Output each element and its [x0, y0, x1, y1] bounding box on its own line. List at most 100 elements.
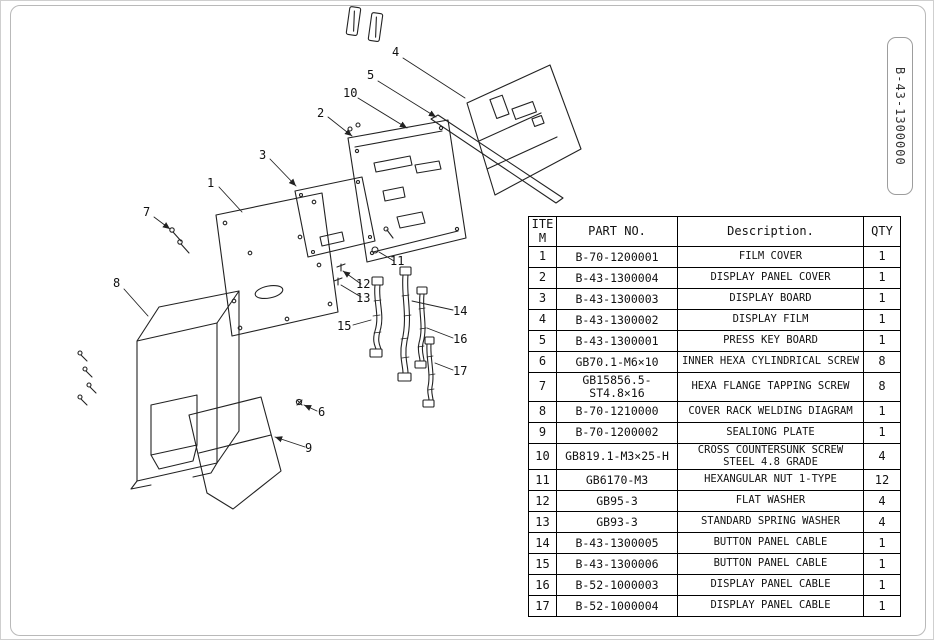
desc-cell: INNER HEXA CYLINDRICAL SCREW: [677, 351, 864, 373]
table-header-row: ITEM PART NO. Description. QTY: [528, 216, 901, 247]
part-callout-3: 3: [259, 148, 267, 162]
desc-cell: BUTTON PANEL CABLE: [677, 553, 864, 576]
desc-cell: DISPLAY BOARD: [677, 288, 864, 310]
table-row: 14 B-43-1300005 BUTTON PANEL CABLE 1: [528, 532, 901, 555]
desc-cell: STANDARD SPRING WASHER: [677, 511, 864, 534]
qty-cell: 1: [863, 267, 901, 289]
qty-cell: 1: [863, 595, 901, 618]
item-cell: 3: [528, 288, 557, 310]
part-callout-7: 7: [143, 205, 151, 219]
item-cell: 14: [528, 532, 557, 555]
table-row: 1 B-70-1200001 FILM COVER 1: [528, 246, 901, 268]
part-cell: B-43-1300003: [556, 288, 678, 310]
item-cell: 6: [528, 351, 557, 373]
part-cell: B-43-1300002: [556, 309, 678, 331]
display-board: [294, 176, 376, 258]
qty-cell: 4: [863, 490, 901, 513]
doc-number-label: B-43-1300000: [887, 37, 913, 195]
item-cell: 12: [528, 490, 557, 513]
small-fasteners: [333, 226, 394, 286]
part-cell: B-43-1300005: [556, 532, 678, 555]
qty-cell: 1: [863, 288, 901, 310]
desc-cell: HEXANGULAR NUT 1-TYPE: [677, 469, 864, 492]
desc-cell: FLAT WASHER: [677, 490, 864, 513]
part-cell: B-43-1300006: [556, 553, 678, 576]
table-row: 16 B-52-1000003 DISPLAY PANEL CABLE 1: [528, 574, 901, 597]
desc-cell: DISPLAY PANEL CABLE: [677, 595, 864, 618]
part-callout-13: 13: [356, 291, 371, 305]
top-connector-parts: [345, 6, 384, 42]
table-row: 4 B-43-1300002 DISPLAY FILM 1: [528, 309, 901, 331]
part-callout-4: 4: [392, 45, 400, 59]
item-cell: 9: [528, 421, 557, 444]
part-cell: GB6170-M3: [556, 469, 678, 492]
desc-cell: DISPLAY PANEL COVER: [677, 267, 864, 289]
part-callout-11: 11: [390, 254, 405, 268]
qty-cell: 1: [863, 421, 901, 444]
part-cell: GB819.1-M3×25-H: [556, 442, 678, 471]
header-item: ITEM: [528, 216, 557, 247]
item-cell: 15: [528, 553, 557, 576]
sheet-border: [10, 5, 926, 636]
part-callout-9: 9: [305, 441, 313, 455]
header-desc: Description.: [677, 216, 864, 247]
item-cell: 17: [528, 595, 557, 618]
hexa-screw: [295, 398, 303, 406]
desc-cell: PRESS KEY BOARD: [677, 330, 864, 352]
doc-number-text: B-43-1300000: [893, 66, 907, 166]
desc-cell: HEXA FLANGE TAPPING SCREW: [677, 372, 864, 402]
part-callout-2: 2: [317, 106, 325, 120]
cables-group: [369, 266, 436, 408]
parts-table: ITEM PART NO. Description. QTY 1 B-70-12…: [528, 216, 901, 618]
qty-cell: 1: [863, 330, 901, 352]
part-callout-15: 15: [337, 319, 352, 333]
desc-cell: BUTTON PANEL CABLE: [677, 532, 864, 555]
display-panel-cover: [347, 119, 467, 263]
sealing-plate: [188, 396, 282, 510]
table-row: 13 GB93-3 STANDARD SPRING WASHER 4: [528, 511, 901, 534]
item-cell: 1: [528, 246, 557, 268]
part-callout-10: 10: [343, 86, 358, 100]
part-cell: GB15856.5-ST4.8×16: [556, 372, 678, 402]
part-cell: GB93-3: [556, 511, 678, 534]
qty-cell: 12: [863, 469, 901, 492]
part-cell: B-70-1210000: [556, 400, 678, 423]
desc-cell: SEALIONG PLATE: [677, 421, 864, 444]
part-cell: GB70.1-M6×10: [556, 351, 678, 373]
item-cell: 16: [528, 574, 557, 597]
part-cell: B-70-1200002: [556, 421, 678, 444]
loose-screws: [77, 350, 97, 406]
table-row: 5 B-43-1300001 PRESS KEY BOARD 1: [528, 330, 901, 352]
item-cell: 7: [528, 372, 557, 402]
qty-cell: 1: [863, 553, 901, 576]
desc-cell: DISPLAY PANEL CABLE: [677, 574, 864, 597]
part-callout-14: 14: [453, 304, 468, 318]
qty-cell: 8: [863, 351, 901, 373]
part-callout-17: 17: [453, 364, 468, 378]
table-row: 2 B-43-1300004 DISPLAY PANEL COVER 1: [528, 267, 901, 289]
part-cell: B-43-1300001: [556, 330, 678, 352]
item-cell: 8: [528, 400, 557, 423]
table-row: 15 B-43-1300006 BUTTON PANEL CABLE 1: [528, 553, 901, 576]
part-cell: B-43-1300004: [556, 267, 678, 289]
qty-cell: 1: [863, 400, 901, 423]
cover-rack-box: [130, 290, 240, 490]
part-callout-5: 5: [367, 68, 375, 82]
part-callout-16: 16: [453, 332, 468, 346]
table-row: 3 B-43-1300003 DISPLAY BOARD 1: [528, 288, 901, 310]
item-cell: 13: [528, 511, 557, 534]
part-cell: B-70-1200001: [556, 246, 678, 268]
part-callout-6: 6: [318, 405, 326, 419]
table-row: 9 B-70-1200002 SEALIONG PLATE 1: [528, 421, 901, 444]
table-row: 10 GB819.1-M3×25-H CROSS COUNTERSUNK SCR…: [528, 442, 901, 471]
part-cell: B-52-1000003: [556, 574, 678, 597]
table-row: 7 GB15856.5-ST4.8×16 HEXA FLANGE TAPPING…: [528, 372, 901, 402]
qty-cell: 1: [863, 246, 901, 268]
tapping-screws: [169, 227, 190, 254]
part-callout-12: 12: [356, 277, 371, 291]
table-row: 17 B-52-1000004 DISPLAY PANEL CABLE 1: [528, 595, 901, 618]
desc-cell: DISPLAY FILM: [677, 309, 864, 331]
leader-lines: [123, 57, 466, 448]
part-cell: B-52-1000004: [556, 595, 678, 618]
